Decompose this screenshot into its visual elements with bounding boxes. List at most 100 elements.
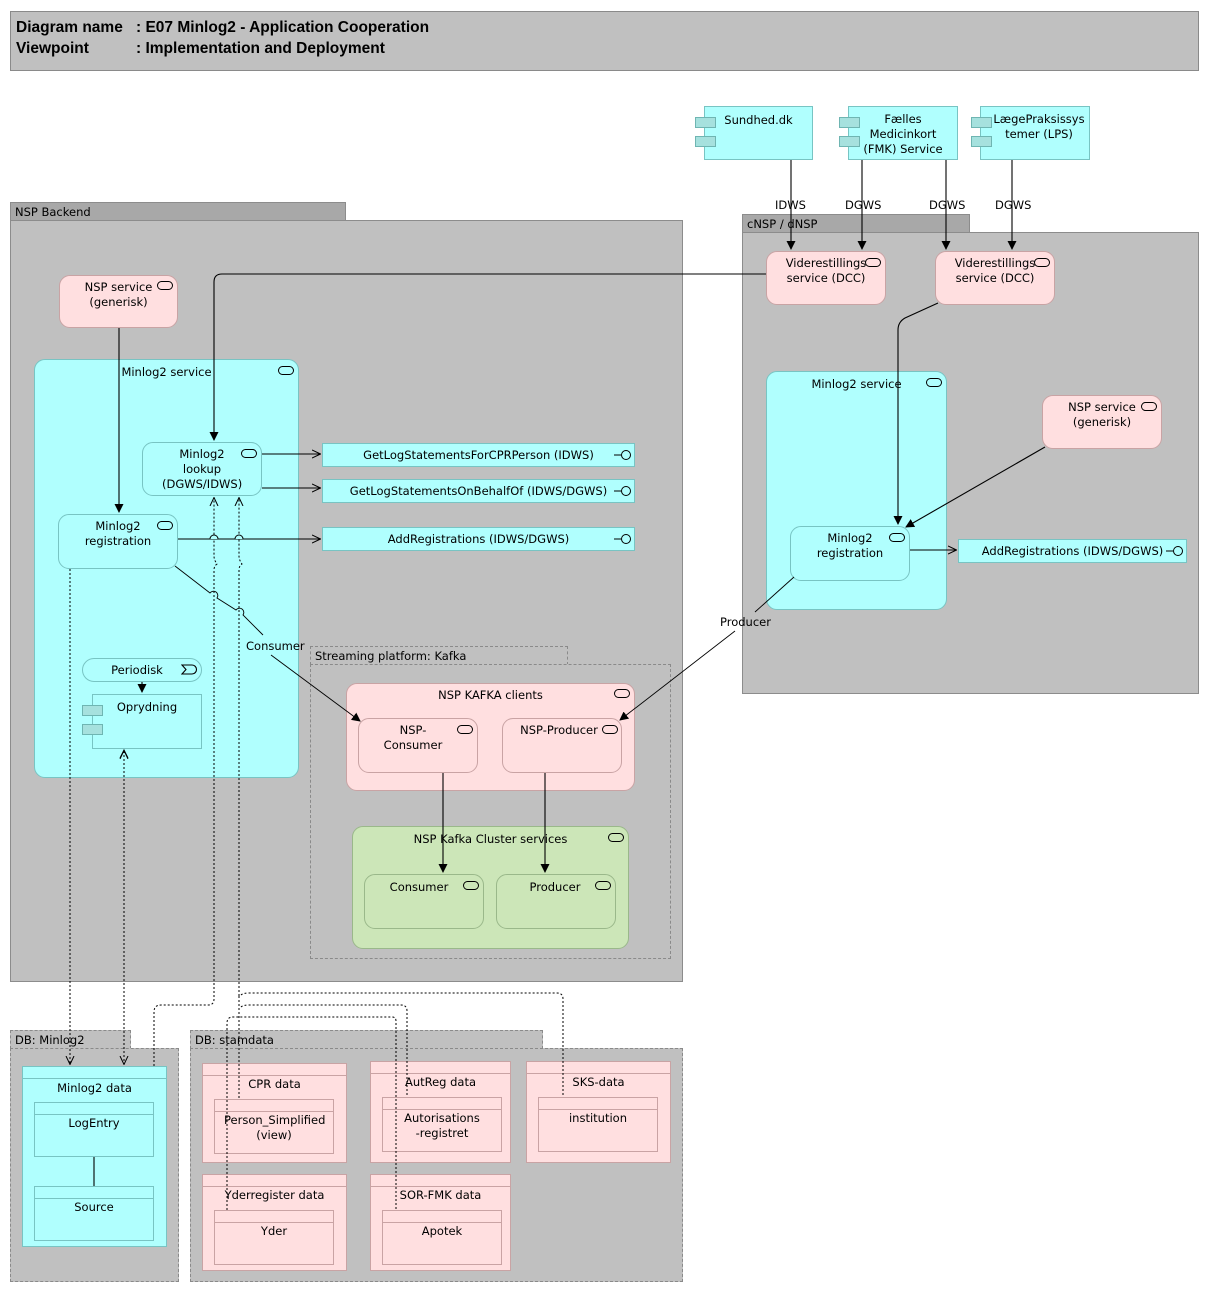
- nsp-service-generisk[interactable]: NSP service (generisk): [59, 275, 178, 328]
- interface-getlogstatementsforcprperson[interactable]: GetLogStatementsForCPRPerson (IDWS): [322, 443, 635, 467]
- relation-label-consumer: Consumer: [246, 639, 305, 653]
- service-label: NSP service (generisk): [1068, 400, 1136, 429]
- event-label: Periodisk: [111, 663, 163, 677]
- group-kafka-tab[interactable]: Streaming platform: Kafka: [310, 646, 568, 665]
- protocol-label-dgws: DGWS: [845, 198, 882, 212]
- service-label: Consumer: [389, 880, 449, 894]
- data-object-bar: [539, 1109, 657, 1110]
- app-sundhed-dk[interactable]: Sundhed.dk: [695, 106, 813, 160]
- minlog2-registration[interactable]: Minlog2 registration: [58, 514, 178, 569]
- app-fmk-service[interactable]: Fælles Medicinkort (FMK) Service: [839, 106, 958, 160]
- group-label: DB: Minlog2: [15, 1033, 85, 1047]
- group-label: NSP Backend: [15, 205, 91, 219]
- table-autorisationsregistret[interactable]: Autorisations-registret: [382, 1097, 502, 1152]
- app-label: Sundhed.dk: [724, 113, 793, 127]
- minlog2-lookup[interactable]: Minlog2 lookup (DGWS/IDWS): [142, 442, 262, 496]
- data-object-bar: [371, 1186, 510, 1187]
- cnsp-interface-addregistrations[interactable]: AddRegistrations (IDWS/DGWS): [958, 539, 1187, 563]
- service-icon: [926, 378, 942, 387]
- nsp-consumer[interactable]: NSP-Consumer: [358, 718, 478, 773]
- interface-icon: [614, 534, 631, 544]
- data-label: AutReg data: [404, 1075, 477, 1089]
- data-label: CPR data: [248, 1077, 301, 1091]
- component-icon: [82, 705, 103, 716]
- interface-label: AddRegistrations (IDWS/DGWS): [981, 544, 1164, 558]
- diagram-name-key: Diagram name: [16, 19, 123, 36]
- viewpoint-value: : Implementation and Deployment: [136, 40, 385, 57]
- service-icon: [614, 689, 630, 698]
- table-yder[interactable]: Yder: [214, 1210, 334, 1265]
- component-icon: [839, 136, 860, 147]
- viderestillings-service-2[interactable]: Viderestillings service (DCC): [935, 251, 1055, 305]
- service-icon: [889, 533, 905, 542]
- table-source[interactable]: Source: [34, 1186, 154, 1241]
- table-label: Apotek: [421, 1224, 463, 1238]
- data-object-bar: [383, 1222, 501, 1223]
- viderestillings-service-1[interactable]: Viderestillings service (DCC): [766, 251, 886, 305]
- component-icon: [695, 117, 716, 128]
- kafka-producer[interactable]: Producer: [496, 874, 616, 929]
- service-label: NSP KAFKA clients: [438, 688, 543, 702]
- data-object-bar: [371, 1073, 510, 1074]
- service-icon: [457, 725, 473, 734]
- cnsp-nsp-service-generisk[interactable]: NSP service (generisk): [1042, 395, 1162, 449]
- nsp-producer[interactable]: NSP-Producer: [502, 718, 622, 773]
- component-oprydning[interactable]: Oprydning: [82, 694, 202, 749]
- data-label: Minlog2 data: [57, 1081, 132, 1095]
- component-icon: [971, 136, 992, 147]
- service-label: NSP-Producer: [520, 723, 598, 737]
- group-db-minlog2-tab[interactable]: DB: Minlog2: [10, 1030, 131, 1049]
- table-logentry[interactable]: LogEntry: [34, 1102, 154, 1157]
- interface-label: GetLogStatementsOnBehalfOf (IDWS/DGWS): [349, 484, 608, 498]
- service-label: Minlog2 registration: [816, 531, 884, 560]
- service-label: Viderestillings service (DCC): [785, 256, 867, 285]
- data-object-bar: [35, 1114, 153, 1115]
- table-label: Person_Simplified (view): [224, 1113, 326, 1142]
- interface-addregistrations[interactable]: AddRegistrations (IDWS/DGWS): [322, 527, 635, 551]
- data-object-bar: [203, 1075, 346, 1076]
- interface-getlogstatementsonbehalfof[interactable]: GetLogStatementsOnBehalfOf (IDWS/DGWS): [322, 479, 635, 503]
- viewpoint-key: Viewpoint: [16, 40, 89, 57]
- event-icon: [181, 664, 198, 675]
- service-icon: [463, 881, 479, 890]
- component-icon: [839, 117, 860, 128]
- table-person-simplified[interactable]: Person_Simplified (view): [214, 1099, 334, 1154]
- group-label: DB: stamdata: [195, 1033, 274, 1047]
- cnsp-minlog2-registration[interactable]: Minlog2 registration: [790, 526, 910, 581]
- protocol-label-idws: IDWS: [775, 198, 806, 212]
- service-icon: [157, 521, 173, 530]
- group-cnsp-tab[interactable]: cNSP / dNSP: [742, 214, 970, 233]
- table-label: Autorisations-registret: [404, 1111, 480, 1140]
- service-icon: [1034, 258, 1050, 267]
- interface-icon: [614, 486, 631, 496]
- data-object-bar: [203, 1186, 346, 1187]
- service-label: Viderestillings service (DCC): [954, 256, 1036, 285]
- group-db-stamdata-tab[interactable]: DB: stamdata: [190, 1030, 543, 1049]
- data-label: SOR-FMK data: [399, 1188, 482, 1202]
- data-object-bar: [527, 1073, 670, 1074]
- app-lps[interactable]: LægePraksissystemer (LPS): [971, 106, 1090, 160]
- event-periodisk[interactable]: Periodisk: [82, 658, 202, 682]
- table-institution[interactable]: institution: [538, 1097, 658, 1152]
- data-label: SKS-data: [572, 1075, 625, 1089]
- group-nsp-backend-tab[interactable]: NSP Backend: [10, 202, 346, 221]
- interface-icon: [1166, 546, 1183, 556]
- data-object-bar: [215, 1222, 333, 1223]
- service-label: Producer: [529, 880, 581, 894]
- service-label: Minlog2 registration: [84, 519, 152, 548]
- group-label: cNSP / dNSP: [747, 217, 818, 231]
- app-label: Fælles Medicinkort (FMK) Service: [863, 112, 943, 156]
- interface-label: GetLogStatementsForCPRPerson (IDWS): [363, 448, 594, 462]
- interface-icon: [614, 450, 631, 460]
- diagram-header: Diagram name : E07 Minlog2 - Application …: [10, 11, 1199, 71]
- table-label: institution: [568, 1111, 627, 1125]
- data-label: Yderregister data: [224, 1188, 325, 1202]
- diagram-name-value: : E07 Minlog2 - Application Cooperation: [136, 19, 430, 36]
- kafka-consumer[interactable]: Consumer: [364, 874, 484, 929]
- service-icon: [595, 881, 611, 890]
- relation-label-producer: Producer: [720, 615, 771, 629]
- table-apotek[interactable]: Apotek: [382, 1210, 502, 1265]
- protocol-label-dgws: DGWS: [929, 198, 966, 212]
- table-label: Yder: [260, 1224, 288, 1238]
- table-label: Source: [74, 1200, 114, 1214]
